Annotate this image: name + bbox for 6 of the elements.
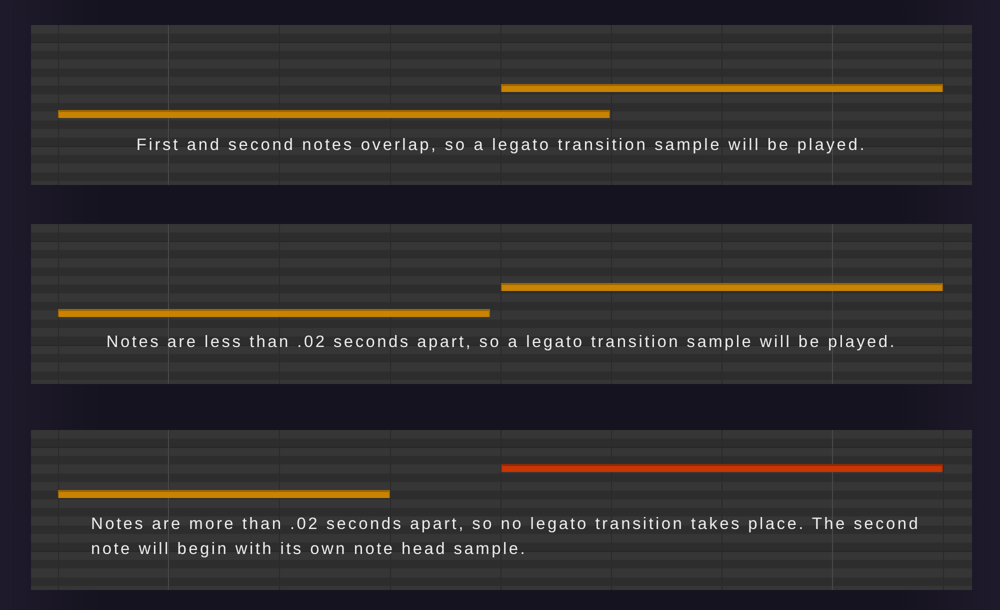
piano-roll-panel [31, 430, 972, 590]
panel-caption: Notes are more than .02 seconds apart, so no legato transition takes place. The second note will begin with its own note head sample. [91, 514, 922, 560]
panel-caption: First and second notes overlap, so a legato transition sample will be played. [135, 135, 868, 156]
panel-caption: Notes are less than .02 seconds apart, so a legato transition sample will be played. [105, 332, 898, 353]
piano-roll-panel [31, 25, 972, 185]
piano-roll-panel [31, 224, 972, 384]
